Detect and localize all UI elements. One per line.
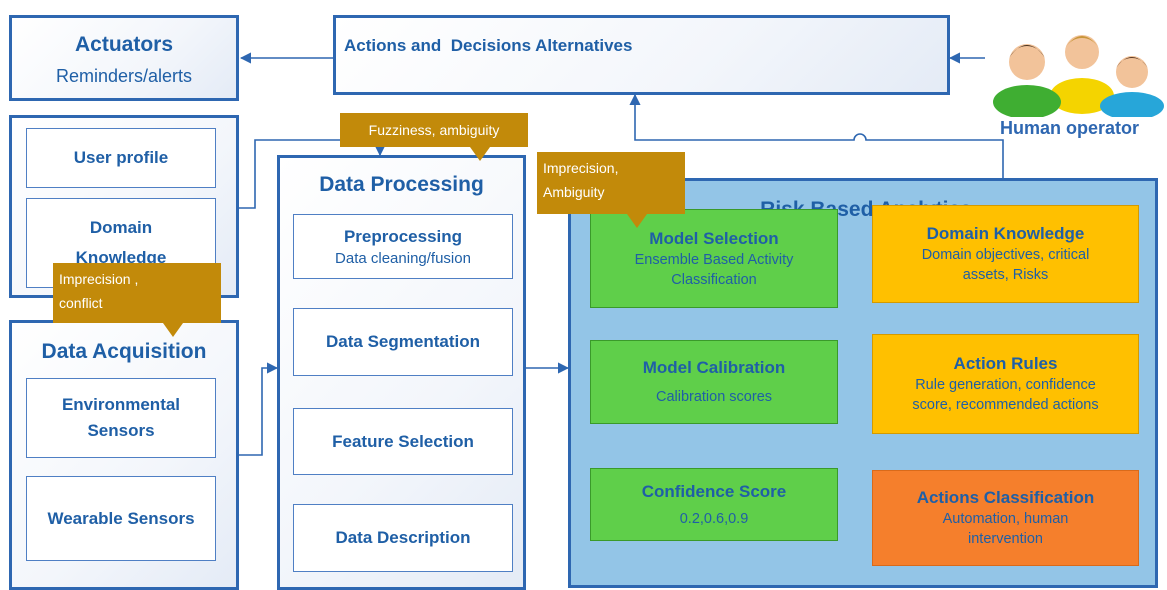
preprocessing-subtitle: Data cleaning/fusion <box>335 249 471 267</box>
confidence-score-box: Confidence Score 0.2,0.6,0.9 <box>590 468 838 541</box>
data-processing-box: Data Processing Preprocessing Data clean… <box>277 155 526 590</box>
model-selection-title: Model Selection <box>649 228 779 248</box>
note-imprecision-ambiguity-text: Imprecision, Ambiguity <box>543 160 619 200</box>
data-processing-title: Data Processing <box>319 173 484 196</box>
note-imprecision-ambiguity: Imprecision, Ambiguity <box>537 152 685 228</box>
operator-person-right <box>1100 56 1164 117</box>
confidence-score-title: Confidence Score <box>641 481 787 501</box>
action-rules-title: Action Rules <box>953 354 1058 373</box>
actions-classification-box: Actions Classification Automation, human… <box>872 470 1139 566</box>
model-calibration-box: Model Calibration Calibration scores <box>590 340 838 424</box>
model-calibration-subtitle: Calibration scores <box>655 389 773 405</box>
domain-knowledge-subtitle: Domain objectives, critical assets, Risk… <box>921 247 1090 283</box>
domain-knowledge-box: Domain Knowledge Domain objectives, crit… <box>872 205 1139 303</box>
operator-person-back <box>1050 35 1114 114</box>
data-segmentation-label: Data Segmentation <box>326 332 480 351</box>
data-acquisition-box: Data Acquisition Environmental Sensors W… <box>9 320 239 590</box>
data-acquisition-title: Data Acquisition <box>41 340 207 363</box>
actions-decisions-box: Actions and Decisions Alternatives <box>333 15 950 95</box>
feature-selection-box: Feature Selection <box>293 408 513 475</box>
wearable-sensors-box: Wearable Sensors <box>26 476 216 561</box>
preprocessing-box: Preprocessing Data cleaning/fusion <box>293 214 513 279</box>
domain-knowledge-title: Domain Knowledge <box>926 224 1085 243</box>
model-calibration-title: Model Calibration <box>642 358 786 377</box>
note-imprecision-conflict-text: Imprecision , conflict <box>59 271 139 311</box>
human-operator-icon <box>993 35 1164 117</box>
data-description-label: Data Description <box>335 528 471 547</box>
data-description-box: Data Description <box>293 504 513 572</box>
confidence-score-values: 0.2,0.6,0.9 <box>679 510 749 527</box>
actions-classification-subtitle: Automation, human intervention <box>942 511 1069 547</box>
wearable-sensors-label: Wearable Sensors <box>47 508 195 528</box>
actuators-subtitle: Reminders/alerts <box>55 66 193 86</box>
note-imprecision-conflict: Imprecision , conflict <box>53 263 221 337</box>
actuators-title: Actuators <box>74 33 174 56</box>
note-fuzziness-ambiguity: Fuzziness, ambiguity <box>340 113 528 161</box>
data-segmentation-box: Data Segmentation <box>293 308 513 376</box>
environmental-sensors-box: Environmental Sensors <box>26 378 216 458</box>
action-rules-subtitle: Rule generation, confidence score, recom… <box>912 377 1099 413</box>
actuators-box: Actuators Reminders/alerts <box>9 15 239 101</box>
operator-person-left <box>993 44 1061 117</box>
actions-classification-title: Actions Classification <box>916 488 1095 507</box>
domain-knowledge-left-label: Domain Knowledge <box>75 218 167 267</box>
environmental-sensors-label: Environmental Sensors <box>61 395 181 440</box>
note-fuzziness-text: Fuzziness, ambiguity <box>368 122 500 138</box>
model-selection-subtitle: Ensemble Based Activity Classification <box>634 251 794 288</box>
action-rules-box: Action Rules Rule generation, confidence… <box>872 334 1139 434</box>
arrow-acquisition-to-processing <box>237 362 279 456</box>
human-operator-label: Human operator <box>1000 118 1140 138</box>
actions-decisions-title: Actions and Decisions Alternatives <box>344 36 633 55</box>
preprocessing-title: Preprocessing <box>343 226 463 246</box>
user-profile-label: User profile <box>73 148 169 167</box>
user-profile-box: User profile <box>26 128 216 188</box>
feature-selection-label: Feature Selection <box>332 431 474 451</box>
